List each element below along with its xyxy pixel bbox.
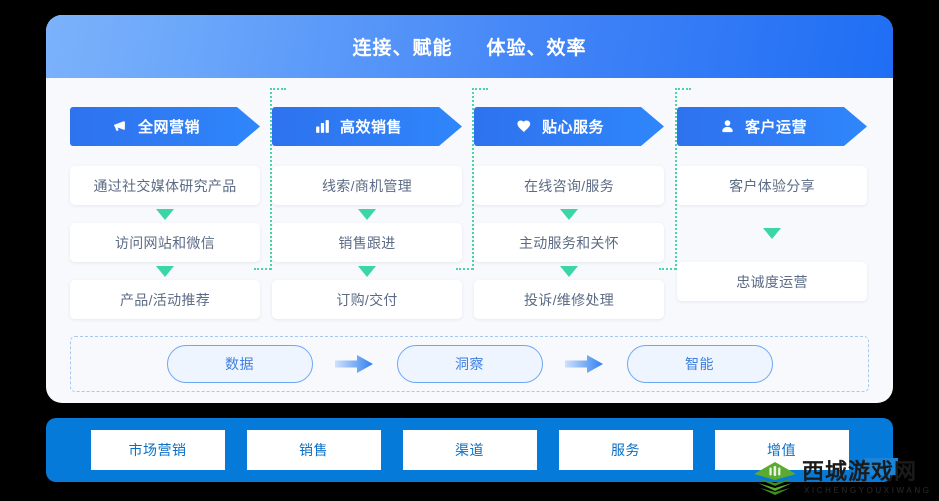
step-box[interactable]: 客户体验分享 [677, 166, 867, 205]
step-box[interactable]: 通过社交媒体研究产品 [70, 166, 260, 205]
header-title-left: 连接、赋能 [352, 38, 453, 59]
step-box[interactable]: 投诉/维修处理 [474, 280, 664, 319]
banner-inner: 高效销售 [272, 107, 462, 146]
banner-label: 客户运营 [744, 119, 807, 136]
banner-shape [677, 107, 867, 146]
banner-inner: 贴心服务 [474, 107, 664, 146]
connector-vertical [675, 88, 677, 270]
right-arrow-icon [564, 353, 605, 375]
connector-col1-col2 [254, 78, 286, 280]
flow-pill-data[interactable]: 数据 [166, 345, 313, 383]
header-title-right: 体验、效率 [486, 38, 587, 59]
step-box[interactable]: 销售跟进 [272, 223, 462, 262]
down-triangle-icon [70, 205, 260, 223]
step-box[interactable]: 订购/交付 [272, 280, 462, 319]
flow-pill-intelligence[interactable]: 智能 [626, 345, 773, 383]
flow-strip: 数据 洞察 智能 [70, 336, 869, 392]
bottom-tag-service[interactable]: 服务 [558, 430, 693, 470]
banner-inner: 全网营销 [70, 107, 260, 146]
down-triangle-icon [474, 262, 664, 280]
right-arrow-icon [334, 353, 375, 375]
connector-col3-col4 [659, 78, 691, 280]
megaphone-icon [112, 118, 129, 135]
bar-chart-icon [314, 118, 331, 135]
bottom-tag-channel[interactable]: 渠道 [402, 430, 537, 470]
connector-bottom-segment [254, 268, 271, 270]
column-customer-operations: 客户运营 客户体验分享 忠诚度运营 [677, 107, 867, 301]
step-box[interactable]: 忠诚度运营 [677, 262, 867, 301]
step-box[interactable]: 在线咨询/服务 [474, 166, 664, 205]
down-triangle-icon [272, 262, 462, 280]
flow-pill-insight[interactable]: 洞察 [396, 345, 543, 383]
connector-vertical [472, 88, 474, 270]
down-triangle-icon [70, 262, 260, 280]
column-steps: 线索/商机管理 销售跟进 订购/交付 [272, 166, 462, 319]
connector-col2-col3 [456, 78, 488, 280]
bottom-tag-value-added[interactable]: 增值 [714, 430, 849, 470]
down-triangle-icon [272, 205, 462, 223]
bottom-tag-marketing[interactable]: 市场营销 [90, 430, 225, 470]
columns-area: 全网营销 通过社交媒体研究产品 访问网站和微信 产品/活动推荐 [46, 78, 893, 336]
column-banner-customer-operations[interactable]: 客户运营 [677, 107, 867, 146]
column-steps: 在线咨询/服务 主动服务和关怀 投诉/维修处理 [474, 166, 664, 319]
connector-vertical [270, 88, 272, 270]
step-box[interactable]: 主动服务和关怀 [474, 223, 664, 262]
column-steps: 通过社交媒体研究产品 访问网站和微信 产品/活动推荐 [70, 166, 260, 319]
column-sales: 高效销售 线索/商机管理 销售跟进 订购/交付 [272, 107, 462, 319]
connector-top-segment [675, 88, 691, 90]
banner-label: 全网营销 [137, 119, 200, 136]
connector-top-segment [472, 88, 488, 90]
banner-shape [70, 107, 260, 146]
column-service: 贴心服务 在线咨询/服务 主动服务和关怀 投诉/维修处理 [474, 107, 664, 319]
column-banner-service[interactable]: 贴心服务 [474, 107, 664, 146]
card-header-title: 连接、赋能 体验、效率 [352, 33, 586, 60]
bottom-tag-sales[interactable]: 销售 [246, 430, 381, 470]
column-banner-sales[interactable]: 高效销售 [272, 107, 462, 146]
connector-top-segment [270, 88, 286, 90]
banner-label: 高效销售 [339, 119, 402, 136]
heart-icon [516, 118, 533, 135]
card-header: 连接、赋能 体验、效率 [46, 15, 893, 78]
column-banner-marketing[interactable]: 全网营销 [70, 107, 260, 146]
main-card: 连接、赋能 体验、效率 [46, 15, 893, 403]
down-triangle-icon [677, 205, 867, 262]
step-box[interactable]: 产品/活动推荐 [70, 280, 260, 319]
user-icon [719, 118, 736, 135]
connector-bottom-segment [456, 268, 473, 270]
bottom-bar: 市场营销 销售 渠道 服务 增值 [46, 418, 893, 482]
banner-shape [474, 107, 664, 146]
banner-label: 贴心服务 [541, 119, 604, 136]
column-marketing: 全网营销 通过社交媒体研究产品 访问网站和微信 产品/活动推荐 [70, 107, 260, 319]
banner-inner: 客户运营 [677, 107, 867, 146]
step-box[interactable]: 线索/商机管理 [272, 166, 462, 205]
watermark-subtext: XICHENGYOUXIWANG [804, 486, 932, 495]
down-triangle-icon [474, 205, 664, 223]
connector-bottom-segment [659, 268, 676, 270]
step-box[interactable]: 访问网站和微信 [70, 223, 260, 262]
banner-shape [272, 107, 462, 146]
column-steps: 客户体验分享 忠诚度运营 [677, 166, 867, 301]
